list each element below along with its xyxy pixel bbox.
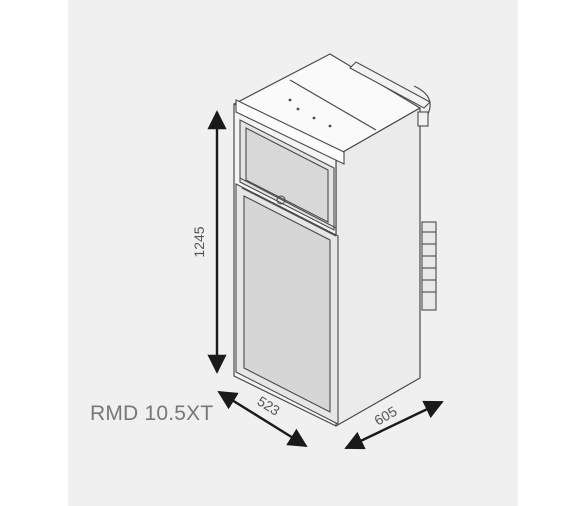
height-dimension: 1245	[191, 110, 227, 374]
fridge-door	[235, 183, 339, 425]
freezer-door	[235, 99, 345, 231]
height-value: 1245	[191, 226, 207, 257]
control-panel	[276, 98, 332, 205]
ventilation-grille	[349, 61, 437, 311]
model-name: RMD 10.5XT	[90, 402, 214, 425]
